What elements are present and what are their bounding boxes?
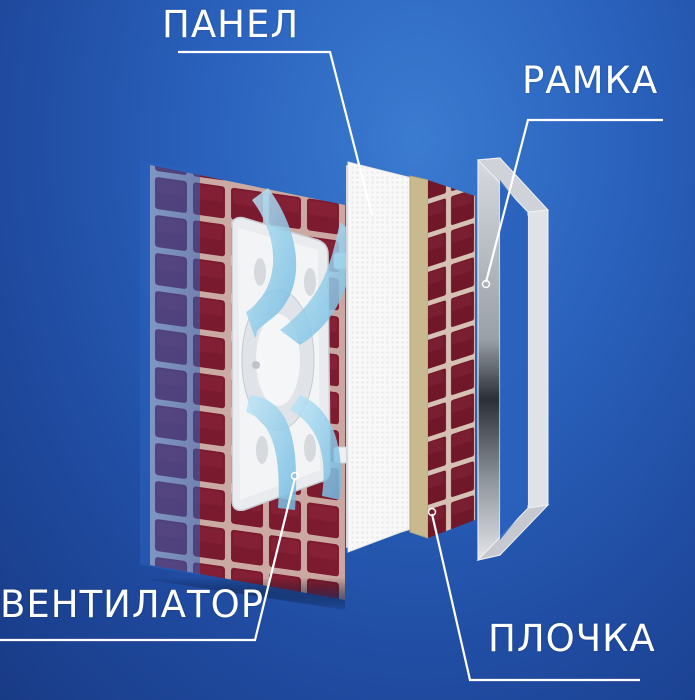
leader-lines <box>0 50 663 682</box>
label-frame: РАМКА <box>522 59 659 102</box>
frame-illustration <box>476 157 550 561</box>
adhesive-layer <box>409 175 429 539</box>
leader-line-ventilator <box>0 477 297 642</box>
label-ventilator: ВЕНТИЛАТОР <box>0 583 265 626</box>
leader-line-frame <box>484 118 663 283</box>
leader-line-panel <box>178 50 374 216</box>
leader-line-tile <box>430 513 640 682</box>
airflow-arrows <box>246 188 356 510</box>
tile-layer-illustration <box>428 180 475 538</box>
panel-illustration <box>346 161 413 553</box>
label-panel: ПАНЕЛ <box>162 3 300 46</box>
label-tile: ПЛОЧКА <box>488 617 656 660</box>
